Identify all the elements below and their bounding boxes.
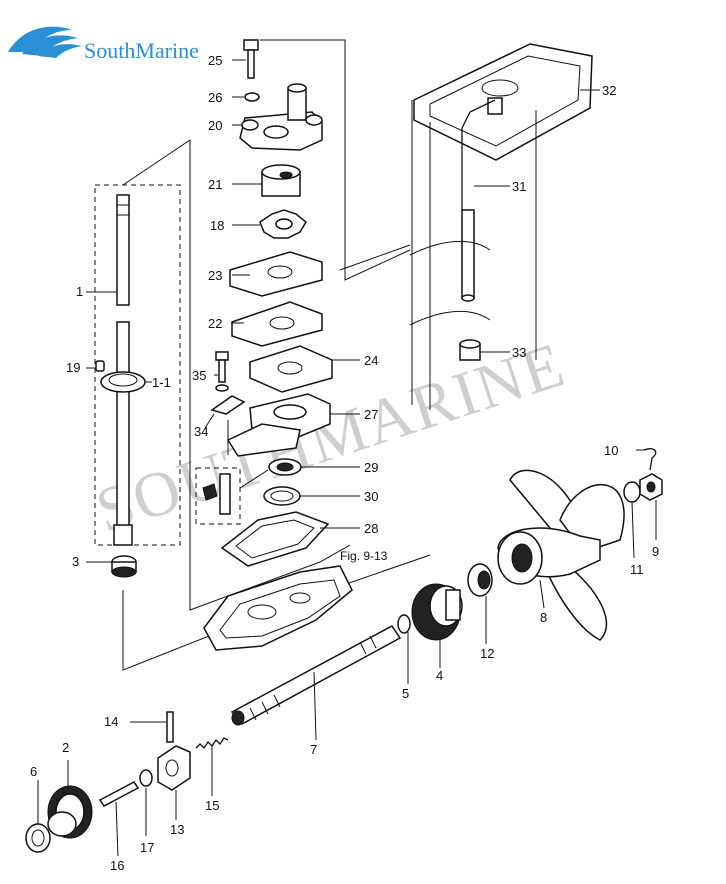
callout-31: 31	[512, 179, 526, 194]
forward-gear-2	[47, 785, 93, 839]
callout-30: 30	[364, 489, 378, 504]
callout-33: 33	[512, 345, 526, 360]
plate-22	[231, 301, 323, 347]
seal-29	[268, 458, 302, 476]
pin-16	[98, 781, 140, 807]
shim-6	[25, 823, 51, 853]
callout-2: 2	[62, 740, 69, 755]
casing-top-32	[413, 43, 593, 161]
callout-labels: 1 1-1 2 3 4 5 6 7 8 9 10 11 12 13 14 15 …	[30, 53, 659, 873]
callout-22: 22	[208, 316, 222, 331]
pinion-gear	[111, 555, 137, 578]
callout-32: 32	[602, 83, 616, 98]
shaft-group-box	[94, 184, 181, 546]
pump-insert-21	[261, 164, 301, 197]
bolt-35	[215, 351, 229, 383]
callout-5: 5	[402, 686, 409, 701]
oring-30	[263, 486, 301, 506]
brand-logo: SouthMarine	[8, 26, 199, 63]
propeller-8	[497, 469, 625, 641]
gasket-24	[249, 345, 333, 393]
clip-34	[210, 395, 246, 415]
callout-9: 9	[652, 544, 659, 559]
callout-15: 15	[205, 798, 219, 813]
callout-34: 34	[194, 424, 208, 439]
shaft-bearing	[100, 371, 146, 393]
impeller-18	[259, 209, 307, 239]
water-pump-assembly	[195, 39, 333, 567]
clutch-13	[157, 745, 191, 791]
callout-23: 23	[208, 268, 222, 283]
washer-26	[244, 92, 260, 102]
drive-shaft-assembly	[94, 184, 181, 578]
callout-7: 7	[310, 742, 317, 757]
pump-base-27	[226, 393, 331, 457]
pin-19	[95, 360, 105, 372]
pump-housing-20	[239, 83, 323, 151]
callout-19: 19	[66, 360, 80, 375]
drive-shaft-lower	[116, 321, 130, 528]
reverse-gear-4	[411, 583, 463, 641]
callout-12: 12	[480, 646, 494, 661]
pin-detail-box	[195, 467, 241, 525]
nut-9	[639, 473, 663, 501]
callout-14: 14	[104, 714, 118, 729]
gasket-28	[220, 511, 330, 567]
cotter-pin-10	[643, 448, 657, 471]
upper-casing-assembly	[409, 43, 593, 410]
callout-4: 4	[436, 668, 443, 683]
gasket-23	[229, 251, 323, 297]
logo-text: SouthMarine	[84, 38, 199, 63]
callout-leaders	[37, 59, 657, 857]
callout-17: 17	[140, 840, 154, 855]
callout-28: 28	[364, 521, 378, 536]
wave-icon	[8, 26, 82, 58]
callout-18: 18	[210, 218, 224, 233]
callout-13: 13	[170, 822, 184, 837]
callout-6: 6	[30, 764, 37, 779]
washer-17	[139, 769, 153, 787]
callout-10: 10	[604, 443, 618, 458]
shim-5	[397, 614, 411, 634]
grommet-33	[459, 339, 481, 361]
callout-16: 16	[110, 858, 124, 873]
callout-24: 24	[364, 353, 378, 368]
callout-1-1: 1-1	[152, 375, 171, 390]
callout-11: 11	[630, 562, 644, 577]
callout-20: 20	[208, 118, 222, 133]
pin-14	[166, 711, 174, 743]
drive-shaft-upper	[116, 194, 130, 306]
callout-35: 35	[192, 368, 206, 383]
water-tube-31	[461, 209, 475, 299]
callout-21: 21	[208, 177, 222, 192]
figure-reference: Fig. 9-13	[340, 549, 388, 563]
spacer-12	[467, 563, 493, 597]
callout-27: 27	[364, 407, 378, 422]
washer-11	[623, 481, 641, 503]
callout-26: 26	[208, 90, 222, 105]
callout-25: 25	[208, 53, 222, 68]
lower-gear-case	[203, 565, 353, 651]
callout-1: 1	[76, 284, 83, 299]
callout-3: 3	[72, 554, 79, 569]
callout-8: 8	[540, 610, 547, 625]
propeller-shaft-assembly	[25, 448, 663, 853]
callout-29: 29	[364, 460, 378, 475]
bolt-25	[243, 39, 259, 79]
